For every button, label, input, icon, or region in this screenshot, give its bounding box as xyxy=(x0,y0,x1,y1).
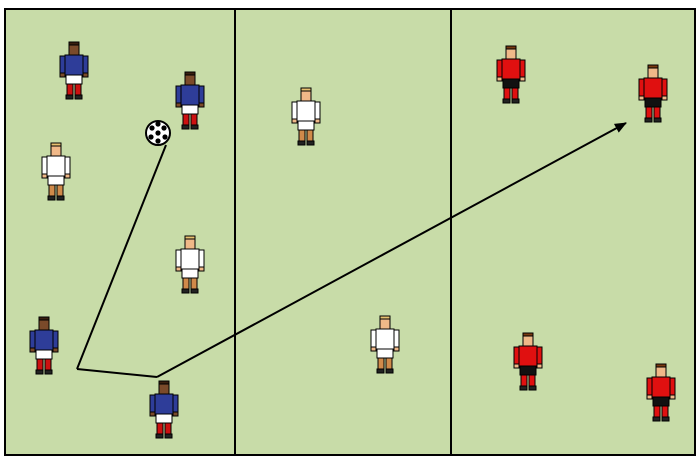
pitch-background xyxy=(5,9,695,455)
soccer-ball-icon xyxy=(146,121,170,145)
ball xyxy=(146,121,170,145)
